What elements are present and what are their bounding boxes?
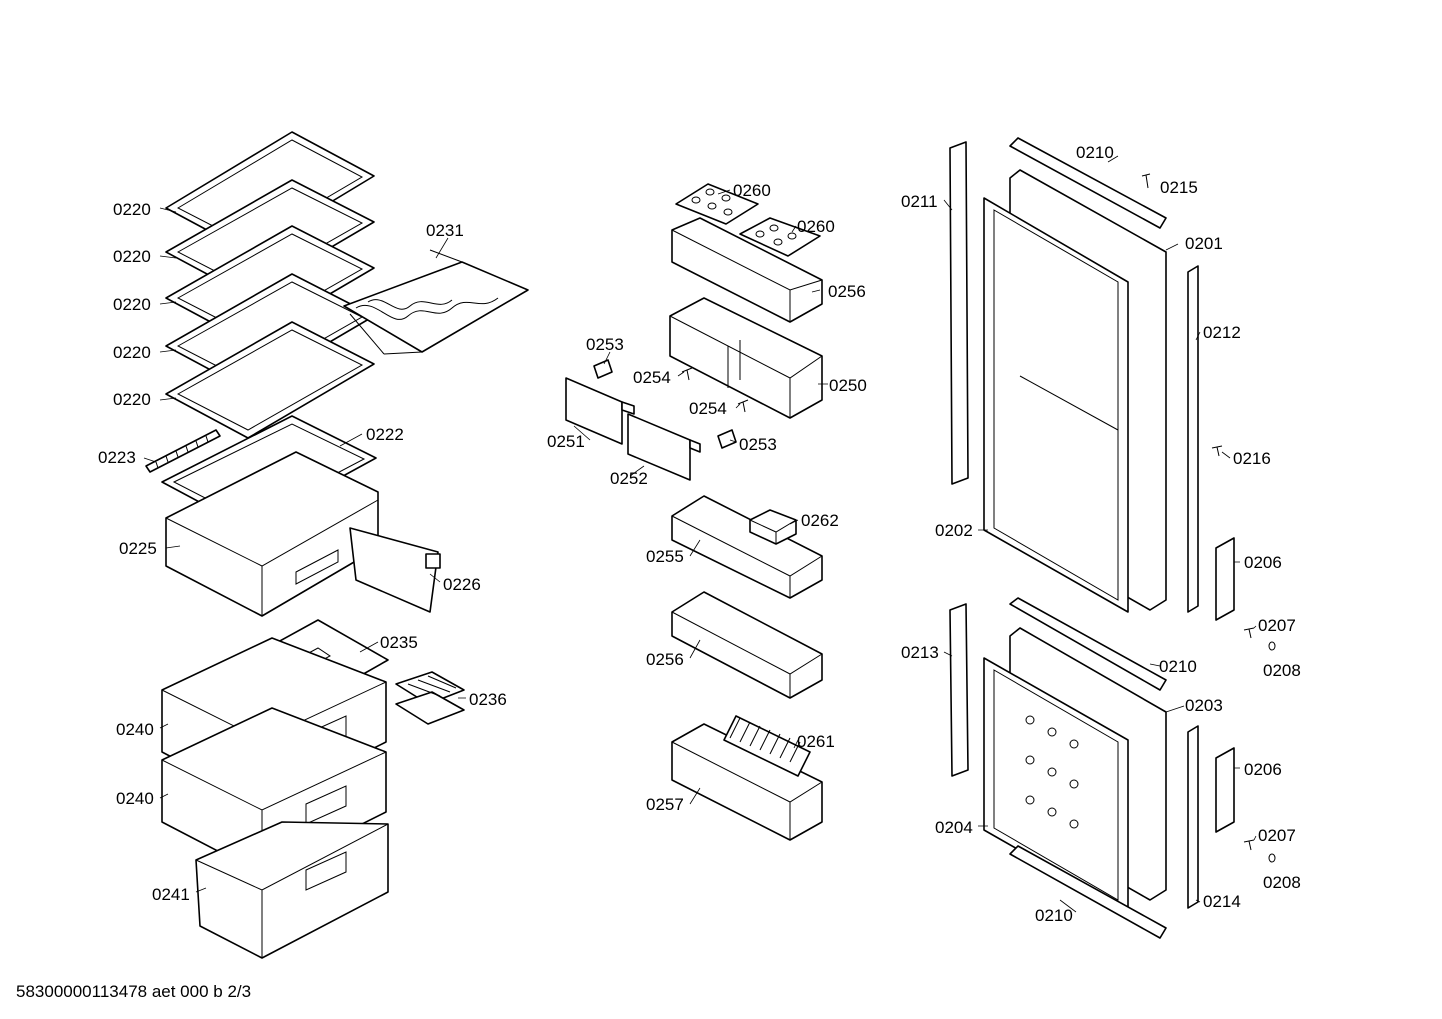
hinge-cover-0210-top [1009, 137, 1167, 229]
label-0241: 0241 [152, 885, 190, 904]
label-0223: 0223 [98, 448, 136, 467]
label-0252: 0252 [610, 469, 648, 488]
crisper-cover-0226 [349, 527, 441, 613]
ice-tray-0236 [395, 671, 465, 725]
label-0210-b: 0210 [1159, 657, 1197, 676]
screw-0215 [1141, 173, 1151, 189]
hinge-0253b [717, 429, 737, 449]
label-0203: 0203 [1185, 696, 1223, 715]
label-0220-d: 0220 [113, 343, 151, 362]
wine-rack-0231 [343, 249, 529, 355]
flap-0252 [627, 413, 701, 481]
label-0260-a: 0260 [733, 181, 771, 200]
leader-lines [143, 155, 1257, 913]
hinge-0253a [593, 359, 613, 379]
label-0253-a: 0253 [586, 335, 624, 354]
label-0231: 0231 [426, 221, 464, 240]
washer-0208-bottom [1268, 853, 1276, 863]
label-0260-b: 0260 [797, 217, 835, 236]
screw-0207-bottom [1243, 839, 1255, 851]
label-0262: 0262 [801, 511, 839, 530]
bottle-tray-0257 [671, 723, 823, 841]
label-0225: 0225 [119, 539, 157, 558]
label-0216: 0216 [1233, 449, 1271, 468]
screw-0216 [1211, 445, 1223, 457]
egg-tray-1 [675, 183, 759, 225]
label-0212: 0212 [1203, 323, 1241, 342]
shelf-rail-0223 [145, 429, 221, 473]
label-0210-c: 0210 [1035, 906, 1073, 925]
door-tray-0256-bottom [671, 591, 823, 699]
label-0220-b: 0220 [113, 247, 151, 266]
door-tray-0255 [671, 495, 823, 599]
label-0210-a: 0210 [1076, 143, 1114, 162]
label-0254-b: 0254 [689, 399, 727, 418]
label-0215: 0215 [1160, 178, 1198, 197]
label-0257: 0257 [646, 795, 684, 814]
label-0208-a: 0208 [1263, 661, 1301, 680]
upper-door-0201 [983, 169, 1167, 613]
label-0213: 0213 [901, 643, 939, 662]
butter-compartment-0250 [669, 297, 823, 419]
flap-0251 [565, 377, 635, 445]
label-0220-c: 0220 [113, 295, 151, 314]
screw-0254b [737, 399, 749, 413]
label-0208-b: 0208 [1263, 873, 1301, 892]
handle-0206-top [1215, 537, 1235, 621]
handle-0206-bottom [1215, 747, 1235, 833]
label-0202: 0202 [935, 521, 973, 540]
screw-0254a [681, 367, 693, 381]
label-0226: 0226 [443, 575, 481, 594]
label-0220-e: 0220 [113, 390, 151, 409]
label-0250: 0250 [829, 376, 867, 395]
screw-0207-top [1243, 627, 1255, 639]
label-0256-a: 0256 [828, 282, 866, 301]
label-0206-a: 0206 [1244, 553, 1282, 572]
glass-shelf-5 [165, 321, 375, 439]
label-0222: 0222 [366, 425, 404, 444]
label-0207-a: 0207 [1258, 616, 1296, 635]
label-0236: 0236 [469, 690, 507, 709]
side-trim-0213 [949, 603, 969, 777]
document-code: 58300000113478 aet 000 b 2/3 [16, 982, 252, 1001]
label-0240-b: 0240 [116, 789, 154, 808]
label-0261: 0261 [797, 732, 835, 751]
side-trim-0214 [1187, 725, 1199, 909]
label-0206-b: 0206 [1244, 760, 1282, 779]
label-0253-b: 0253 [739, 435, 777, 454]
small-box-0262 [749, 509, 797, 545]
label-0254-a: 0254 [633, 368, 671, 387]
label-0201: 0201 [1185, 234, 1223, 253]
washer-0208-top [1268, 641, 1276, 651]
hinge-cover-0210-bottom [1009, 845, 1167, 939]
label-0207-b: 0207 [1258, 826, 1296, 845]
egg-tray-2 [739, 217, 821, 257]
label-0211: 0211 [901, 192, 938, 211]
side-trim-0211 [949, 141, 969, 485]
label-0251: 0251 [547, 432, 585, 451]
side-trim-0212 [1187, 265, 1199, 613]
freezer-drawer-0241 [195, 821, 389, 959]
label-0255: 0255 [646, 547, 684, 566]
label-0214: 0214 [1203, 892, 1241, 911]
label-0235: 0235 [380, 633, 418, 652]
label-0240-a: 0240 [116, 720, 154, 739]
hinge-cover-0210-mid [1009, 597, 1167, 691]
label-0220-a: 0220 [113, 200, 151, 219]
door-tray-0256-top [671, 217, 823, 323]
label-0256-b: 0256 [646, 650, 684, 669]
bottle-holder-0261 [723, 715, 811, 777]
label-0204: 0204 [935, 818, 973, 837]
